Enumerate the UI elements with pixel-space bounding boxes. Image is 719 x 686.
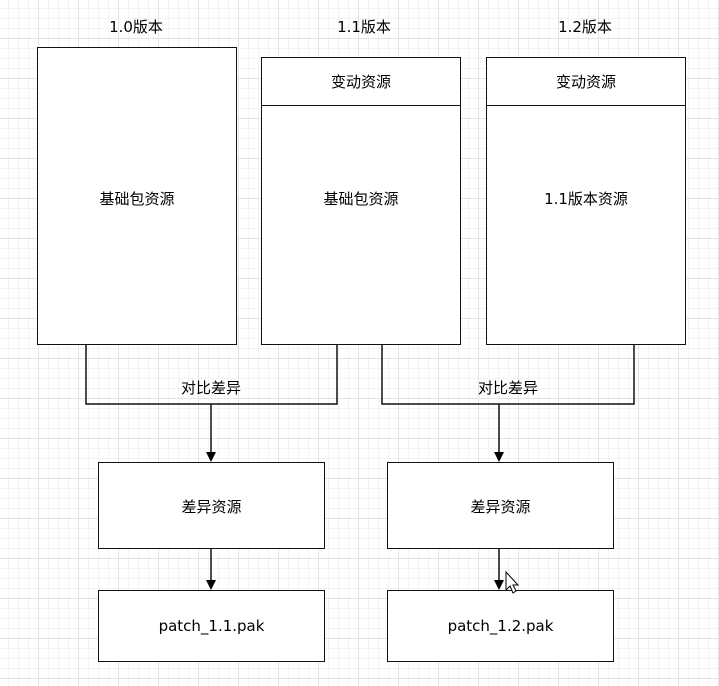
- base-resources-label: 基础包资源: [99, 190, 175, 208]
- version-box-1-2: 变动资源 1.1版本资源: [486, 57, 686, 345]
- changed-resources-header: 变动资源: [262, 58, 460, 106]
- version-title-1-0: 1.0版本: [109, 18, 163, 36]
- compare-diff-label-right: 对比差异: [477, 379, 538, 397]
- patch-file-label: patch_1.2.pak: [447, 617, 554, 635]
- v1-1-resources-label: 1.1版本资源: [544, 190, 628, 208]
- diff-resources-box-left: 差异资源: [98, 462, 325, 549]
- diff-resources-label: 差异资源: [470, 498, 531, 516]
- version-title-1-2: 1.2版本: [558, 18, 612, 36]
- patch-box-left: patch_1.1.pak: [98, 590, 325, 662]
- version-box-1-1: 变动资源 基础包资源: [261, 57, 461, 345]
- diff-resources-label: 差异资源: [181, 498, 242, 516]
- compare-bracket-right: [381, 345, 635, 405]
- base-resources-label: 基础包资源: [323, 190, 399, 208]
- changed-resources-header: 变动资源: [487, 58, 685, 106]
- version-title-1-1: 1.1版本: [337, 18, 391, 36]
- version-box-1-0: 基础包资源: [37, 47, 237, 345]
- patch-file-label: patch_1.1.pak: [158, 617, 265, 635]
- compare-diff-label-left: 对比差异: [180, 379, 241, 397]
- diff-resources-box-right: 差异资源: [387, 462, 614, 549]
- patch-box-right: patch_1.2.pak: [387, 590, 614, 662]
